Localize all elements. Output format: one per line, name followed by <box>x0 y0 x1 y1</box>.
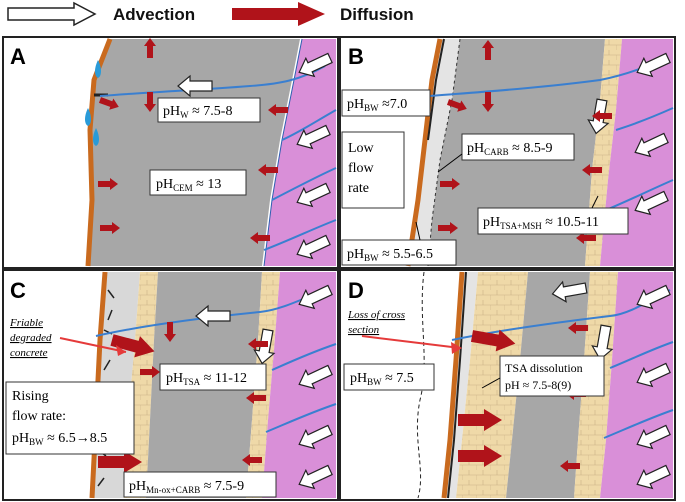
water-drop-icon <box>85 108 91 126</box>
panel-b: B pHBW ≈7.0 Low flow rate pHCARB ≈ 8.5-9… <box>339 36 676 269</box>
ph-bw-label: pHBW ≈7.0 <box>347 97 407 113</box>
loss-note-2: section <box>348 324 380 336</box>
diffusion-arrow-icon <box>232 2 325 26</box>
legend: Advection Diffusion <box>7 1 414 27</box>
panel-d: D Loss of cross section pHBW ≈ 7.5 TSA d… <box>339 269 676 501</box>
loss-note-1: Loss of cross <box>347 309 405 321</box>
legend-diffusion-label: Diffusion <box>340 5 414 24</box>
ph-bw-label: pHBW ≈ 5.5-6.5 <box>347 247 433 263</box>
rising-label-1: Rising <box>12 389 49 404</box>
ph-tsa-label: pHTSA ≈ 11-12 <box>166 371 247 387</box>
rising-label-2: flow rate: <box>12 409 66 424</box>
panel-letter: D <box>348 278 364 303</box>
panel-letter: C <box>10 278 26 303</box>
ph-tsa-msh-label: pHTSA+MSH ≈ 10.5-11 <box>483 215 599 231</box>
advection-arrow-icon <box>7 1 97 27</box>
panel-letter: B <box>348 44 364 69</box>
ph-carb-label: pHCARB ≈ 8.5-9 <box>467 141 553 157</box>
water-drop-icon <box>95 60 101 78</box>
tsa-dissolution-label: TSA dissolution <box>505 361 583 375</box>
friable-note-3: concrete <box>10 347 48 359</box>
tsa-ph-label: pH ≈ 7.5-8(9) <box>505 378 571 392</box>
friable-note-2: degraded <box>10 332 52 344</box>
legend-advection-label: Advection <box>113 5 195 24</box>
panel-a: A pHW ≈ 7.5-8 pHCEM ≈ 13 <box>2 36 339 269</box>
low-flow-label-3: rate <box>348 181 369 196</box>
water-drop-icon <box>93 128 99 146</box>
ph-bw-rising-label: pHBW ≈ 6.5→8.5 <box>12 431 107 447</box>
ph-cem-label: pHCEM ≈ 13 <box>156 177 221 193</box>
ph-w-label: pHW ≈ 7.5-8 <box>163 104 232 120</box>
low-flow-label-2: flow <box>348 161 375 176</box>
ph-bw-label: pHBW ≈ 7.5 <box>350 371 414 387</box>
panel-letter: A <box>10 44 26 69</box>
friable-note-1: Friable <box>9 317 43 329</box>
ph-mnox-carb-label: pHMn-ox+CARB ≈ 7.5-9 <box>129 479 244 495</box>
low-flow-label-1: Low <box>348 141 375 156</box>
panel-c: C Friable degraded concrete pHTSA ≈ 11-1… <box>2 269 339 501</box>
